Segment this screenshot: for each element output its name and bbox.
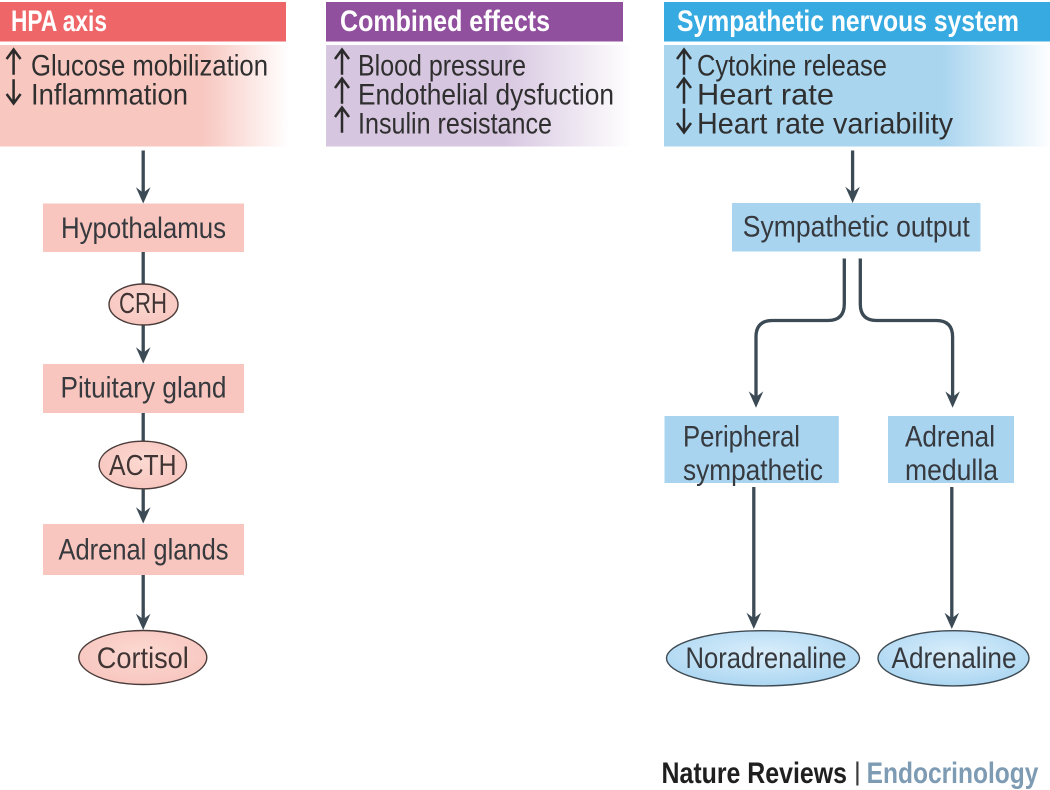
svg-text:CRH: CRH [119,288,167,320]
svg-text:medulla: medulla [905,454,998,487]
svg-text:Glucose mobilization: Glucose mobilization [31,50,268,83]
svg-text:Cortisol: Cortisol [97,642,189,675]
svg-text:ACTH: ACTH [109,450,177,482]
svg-text:Hypothalamus: Hypothalamus [61,212,226,245]
svg-text:Pituitary gland: Pituitary gland [61,372,227,405]
svg-text:HPA axis: HPA axis [11,5,107,38]
svg-text:sympathetic: sympathetic [683,454,823,487]
svg-text:Adrenaline: Adrenaline [892,642,1017,675]
svg-text:Combined effects: Combined effects [340,5,550,38]
svg-text:Inflammation: Inflammation [31,79,188,112]
svg-text:Peripheral: Peripheral [683,421,800,454]
svg-text:Endothelial dysfuction: Endothelial dysfuction [358,79,614,112]
svg-text:Noradrenaline: Noradrenaline [686,642,847,675]
svg-text:Heart rate: Heart rate [697,79,834,112]
svg-text:Sympathetic nervous system: Sympathetic nervous system [677,5,1019,38]
svg-text:Sympathetic output: Sympathetic output [743,211,971,244]
svg-text:Adrenal glands: Adrenal glands [59,534,229,567]
svg-text:Cytokine release: Cytokine release [697,50,887,83]
svg-text:Nature Reviews: Nature Reviews [662,757,848,790]
svg-text:Endocrinology: Endocrinology [867,757,1039,790]
svg-text:Adrenal: Adrenal [905,421,995,454]
svg-text:Heart rate variability: Heart rate variability [697,108,953,141]
svg-text:Insulin resistance: Insulin resistance [358,108,552,141]
svg-text:Blood pressure: Blood pressure [358,50,526,83]
